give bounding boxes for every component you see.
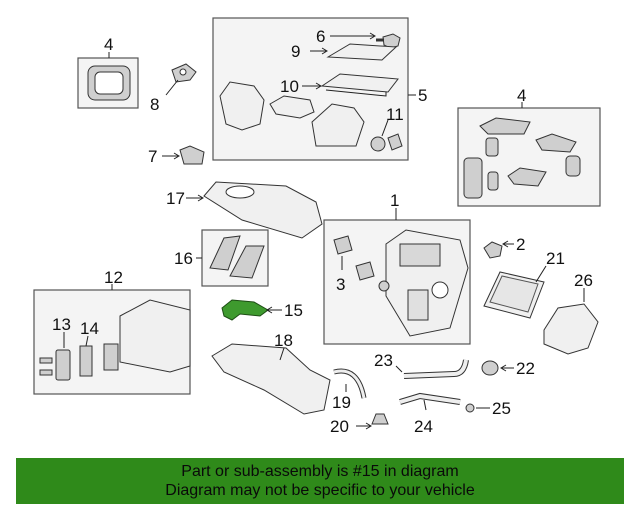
part-4-seal-c[interactable] [485,137,499,157]
part-8-group: 8 [150,63,197,114]
part-group-4-left: 4 [77,35,139,109]
part-16-seal-b[interactable] [229,245,265,279]
part-5-housing-left[interactable] [219,81,265,131]
part-4-seal-f[interactable] [565,155,581,177]
part-7-clip[interactable] [179,145,205,165]
callout-4-right: 4 [517,86,526,105]
callout-1: 1 [390,191,399,210]
part-9-filter[interactable] [326,43,398,61]
part-26-group: 26 [543,271,599,355]
part-21-group: 21 [483,249,565,319]
part-5-duct[interactable] [269,95,315,119]
callout-10: 10 [280,77,299,96]
callout-13: 13 [52,315,71,334]
part-18-base[interactable] [211,343,331,415]
part-19-group: 19 [332,368,367,412]
callout-3: 3 [336,275,345,294]
callout-24: 24 [414,417,433,436]
callout-11: 11 [386,105,404,124]
part-15-highlighted[interactable] [221,299,269,321]
part-20-nut[interactable] [371,413,389,425]
part-22-grommet[interactable] [481,360,499,376]
part-12-module[interactable] [119,299,191,373]
part-4-seal-e[interactable] [507,167,547,187]
part-4-seal-b[interactable] [535,133,577,153]
part-6-screw[interactable] [382,33,401,49]
part-11-grommet[interactable] [370,136,386,152]
callout-25: 25 [492,399,511,418]
banner-line-2: Diagram may not be specific to your vehi… [165,482,475,499]
banner-line-1: Part or sub-assembly is #15 in diagram [181,463,459,480]
part-4-seal-d[interactable] [463,157,483,199]
part-group-1: 1 3 [323,191,471,345]
part-18-group: 18 [211,331,331,415]
callout-2: 2 [516,235,525,254]
part-10-tray[interactable] [320,73,399,93]
callout-26: 26 [574,271,593,290]
part-20-group: 20 [330,413,389,436]
part-5-housing-right[interactable] [311,103,365,147]
callout-6: 6 [316,27,325,46]
callout-9: 9 [291,42,300,61]
part-7-group: 7 [148,145,205,166]
info-banner: Part or sub-assembly is #15 in diagram D… [16,458,624,504]
part-15-group: 15 [221,299,303,321]
part-group-12: 12 13 14 [33,268,191,395]
callout-20: 20 [330,417,349,436]
callout-23: 23 [374,351,393,370]
part-3-bracket-a[interactable] [333,235,353,255]
part-16-seal-a[interactable] [209,235,241,271]
part-22-group: 22 [481,359,535,378]
part-14-clip[interactable] [79,345,93,377]
part-2-group: 2 [483,235,525,259]
callout-4-left: 4 [104,35,113,54]
callout-22: 22 [516,359,535,378]
part-25-group: 25 [465,399,511,418]
part-2-fastener[interactable] [483,241,503,259]
callout-18: 18 [274,331,293,350]
callout-14: 14 [80,319,99,338]
callout-12: 12 [104,268,123,287]
part-13-bracket[interactable] [55,349,71,381]
callout-15: 15 [284,301,303,320]
part-25-clip[interactable] [465,403,475,413]
part-group-5: 6 9 10 11 5 [212,17,427,161]
part-3-bracket-b[interactable] [355,261,375,281]
part-4-seal-a[interactable] [479,117,531,135]
callout-5: 5 [418,86,427,105]
callout-19: 19 [332,393,351,412]
callout-8: 8 [150,95,159,114]
parts-diagram: 4 8 6 9 10 11 5 [33,17,601,436]
callout-17: 17 [166,189,185,208]
callout-7: 7 [148,147,157,166]
part-26-duct[interactable] [543,303,599,355]
part-23-group: 23 [374,351,469,379]
part-group-4-right: 4 [457,86,601,207]
callout-21: 21 [546,249,565,268]
callout-16: 16 [174,249,193,268]
part-17-group: 17 [166,181,323,239]
part-16-group: 16 [174,229,269,287]
part-24-group: 24 [399,392,461,436]
